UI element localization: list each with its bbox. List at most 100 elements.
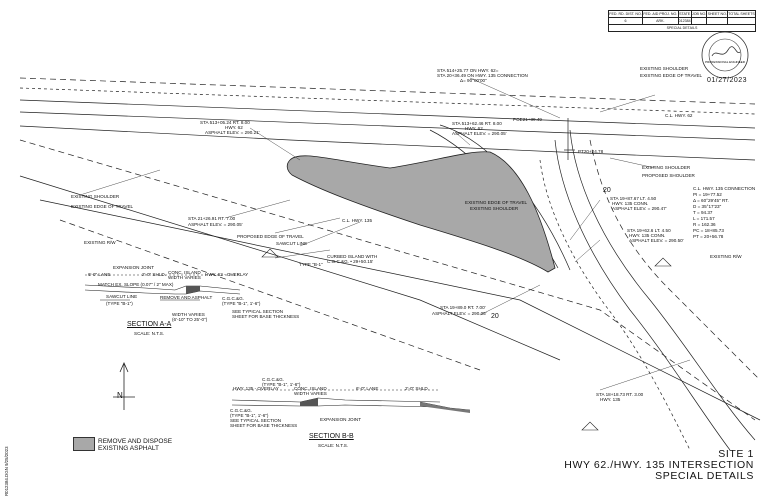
section-a-label: 2'-0" SHLD. bbox=[142, 272, 166, 277]
section-a-label: SAWCUT LINE bbox=[106, 294, 138, 299]
hwy135-centerline-label: C.L. HWY. 135 bbox=[342, 218, 373, 223]
curve-data: L = 171.57 bbox=[693, 216, 715, 221]
removal-area bbox=[286, 151, 556, 273]
curve-data: PT = 20+56.78 bbox=[693, 234, 724, 239]
section-a-curb bbox=[186, 286, 200, 294]
section-a-label: WIDTH VARIES bbox=[168, 275, 201, 280]
curve-data: R = 162.36 bbox=[693, 222, 716, 227]
site-title: SITE 1 bbox=[718, 448, 754, 460]
asphalt-elev-label: ASPHALT ELEV. = 290.47' bbox=[612, 206, 667, 211]
section-b-label: SEE TYPICAL SECTION bbox=[230, 418, 282, 423]
existing-shoulder-label: EXISTING SHOULDER bbox=[642, 165, 691, 170]
site-subtitle: HWY 62./HWY. 135 INTERSECTION bbox=[564, 459, 754, 471]
sta-label: Δ= 90°00'00" bbox=[460, 78, 487, 83]
section-b-label: 2'-0" SHLD. bbox=[405, 386, 429, 391]
control-point-marker bbox=[654, 257, 672, 267]
section-a-drawing bbox=[84, 274, 241, 301]
section-b-cgcg: C.G.C.&G. bbox=[262, 377, 284, 382]
existing-edge-label: EXISTING EDGE OF TRAVEL bbox=[640, 73, 703, 78]
asphalt-elev-label: ASPHALT ELEV. = 290.50' bbox=[629, 238, 684, 243]
section-a-label: (TYPE "B-1", 1'-6") bbox=[222, 301, 261, 306]
section-a-label: HWY. 62 - OVERLAY bbox=[205, 272, 249, 277]
section-b-label: 6'-0" LANE bbox=[356, 386, 379, 391]
section-a-label: SEE TYPICAL SECTION bbox=[232, 309, 284, 314]
curve-data: D = 35°17'23" bbox=[693, 204, 722, 209]
existing-shoulder-line bbox=[19, 77, 756, 105]
hwy62-edge-line bbox=[19, 99, 756, 129]
existing-edge-label: EXISTING EDGE OF TRAVEL bbox=[465, 200, 528, 205]
section-a-label: SHEET FOR BASE THICKNESS bbox=[232, 314, 300, 319]
existing-shoulder-label: EXISTING SHOULDER bbox=[71, 194, 120, 199]
sawcut-label: SAWCUT LINE bbox=[276, 241, 308, 246]
asphalt-elev-label: ASPHALT ELEV. = 290.21' bbox=[205, 130, 260, 135]
legend-text: REMOVE AND DISPOSE bbox=[98, 438, 173, 445]
svg-text:PROFESSIONAL ENGINEER: PROFESSIONAL ENGINEER bbox=[705, 60, 746, 64]
shoulder-dashed bbox=[59, 219, 481, 371]
hwy135-edge bbox=[39, 199, 761, 421]
centerline-label: C.L. HWY. 62 bbox=[665, 113, 693, 118]
section-b-label: WIDTH VARIES bbox=[294, 391, 327, 396]
section-a-label: EXPANSION JOINT bbox=[113, 265, 155, 270]
curve-data-title: C.L. HWY. 135 CONNECTION bbox=[693, 186, 756, 191]
section-b-label: (TYPE "B-1", 1'-6") bbox=[230, 413, 269, 418]
section-b-label: CONC. ISLAND bbox=[294, 386, 327, 391]
site-caption: SPECIAL DETAILS bbox=[655, 470, 754, 482]
section-a-label: MATCH EX. SLOPE (0.07" / 2" MAX) bbox=[98, 282, 174, 287]
curb-type-label: TYPE "B-1" bbox=[299, 262, 323, 267]
curbed-island-label: C.G.C.&G. • 29+50.15' bbox=[327, 259, 374, 264]
curve-data: PC = 18+85.73 bbox=[693, 228, 724, 233]
existing-shoulder-label: EXISTING SHOULDER bbox=[470, 206, 519, 211]
legend-text: EXISTING ASPHALT bbox=[98, 445, 159, 452]
pt-label: PT20+24.78 bbox=[578, 149, 604, 154]
station-number: 20 bbox=[491, 313, 499, 320]
proposed-edge-label: PROPOSED EDGE OF TRAVEL bbox=[237, 234, 304, 239]
station-number: 20 bbox=[603, 187, 611, 194]
title-block: FED. RD. DIST. NO. FED. AID PROJ. NO. ST… bbox=[607, 10, 756, 38]
curve-connection-outer bbox=[569, 129, 756, 441]
seal-date: 01/27/2023 bbox=[707, 77, 748, 84]
engineer-seal: PROFESSIONAL ENGINEER bbox=[700, 30, 750, 80]
sta-label: STA 20+36.49 ON HWY. 135 CONNECTION bbox=[437, 73, 528, 78]
existing-rw-label: EXISTING R/W bbox=[710, 254, 742, 259]
sta-label: STA 21+26.91 RT. 7.00 bbox=[188, 216, 236, 221]
section-b-slope bbox=[420, 402, 470, 413]
hwy62-centerline bbox=[19, 111, 756, 141]
title-block-caption: SPECIAL DETAILS bbox=[608, 24, 756, 32]
sta-label: STA 513+62.46 RT. 8.00 bbox=[452, 121, 502, 126]
section-a-label: C.G.C.&G. bbox=[222, 296, 244, 301]
curve-connection-edge bbox=[539, 159, 691, 451]
sta-label: STA 19+62.6 LT. 4.50 bbox=[627, 228, 671, 233]
sta-label: STA 18+18.73 RT. 3.00 bbox=[596, 392, 644, 397]
north-arrow-icon bbox=[113, 362, 135, 410]
section-a-label: (6'-10" TO 25'-0") bbox=[172, 317, 208, 322]
sta-label: HWY. 135 CONN. bbox=[629, 233, 666, 238]
section-b-label: EXPANSION JOINT bbox=[320, 417, 362, 422]
section-a-scale: SCALE: N.T.S. bbox=[134, 331, 165, 336]
section-a-label: REMOVE AND ASPHALT bbox=[160, 295, 213, 300]
hwy62-edge-line-lower bbox=[19, 125, 756, 161]
sta-label: HWY. 62 bbox=[225, 125, 243, 130]
curve-data: PI = 19+77.52 bbox=[693, 192, 722, 197]
section-a-label: 6'-0" LANE bbox=[88, 272, 111, 277]
section-a-label: WIDTH VARIES bbox=[172, 312, 205, 317]
section-a-label: CONC. ISLAND bbox=[168, 270, 201, 275]
asphalt-elev-label: ASPHALT ELEV. = 290.05' bbox=[452, 131, 507, 136]
file-reference: R012384.DGN 9/25/2023 bbox=[4, 446, 9, 496]
section-b-scale: SCALE: N.T.S. bbox=[318, 443, 349, 448]
section-a-label: (TYPE "B-1") bbox=[106, 301, 133, 306]
north-label: N bbox=[117, 391, 123, 400]
asphalt-elev-label: ASPHALT ELEV. = 290.05' bbox=[432, 311, 487, 316]
asphalt-elev-label: ASPHALT ELEV. = 290.05' bbox=[188, 222, 243, 227]
poe-label: POE21+39.49 bbox=[513, 117, 542, 122]
sta-label: HWY. 135 bbox=[600, 397, 621, 402]
sta-label: STA 514+25.77 ON HWY. 62= bbox=[437, 68, 499, 73]
sta-label: STA 19+87.67 LT. 4.50 bbox=[610, 196, 657, 201]
hwy135-edge-left bbox=[19, 175, 561, 361]
curve-data: Δ = 60°29'45" RT. bbox=[693, 198, 729, 203]
curbed-island-label: CURBED ISLAND WITH bbox=[327, 254, 378, 259]
curve-data: T = 94.37 bbox=[693, 210, 713, 215]
curve-connection-inner bbox=[554, 139, 731, 451]
curve-connection-dashed bbox=[589, 139, 761, 381]
